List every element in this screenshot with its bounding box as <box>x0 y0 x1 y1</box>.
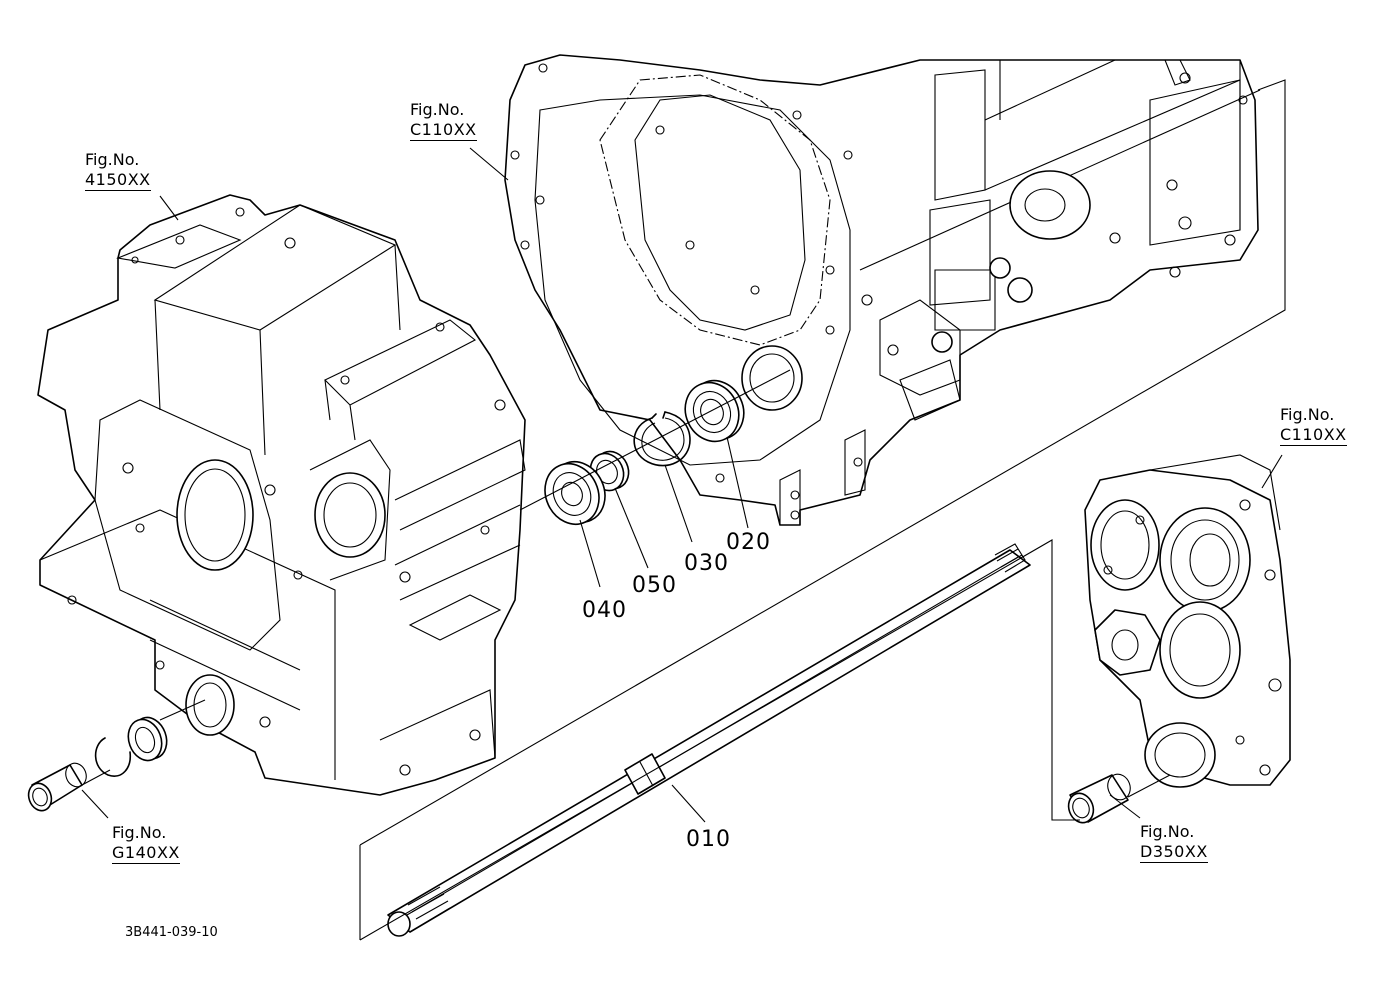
bearing-020 <box>684 379 745 443</box>
fig-prefix: Fig.No. <box>1140 822 1195 841</box>
snap-ring-030 <box>633 411 691 467</box>
fig-prefix: Fig.No. <box>85 150 140 169</box>
drawing-code: 3B441-039-10 <box>125 925 218 940</box>
right-needle-bearing <box>1067 773 1131 824</box>
left-small-snap-ring <box>94 737 132 777</box>
fig-code: D350XX <box>1140 842 1208 863</box>
fig-code: C110XX <box>410 120 477 141</box>
assembly-axis-frame <box>81 79 1286 941</box>
part-number-020: 020 <box>726 530 771 555</box>
leader-lines <box>81 147 1283 823</box>
fig-prefix: Fig.No. <box>410 100 465 119</box>
part-number-010: 010 <box>686 827 731 852</box>
right-side-cover <box>1084 454 1291 788</box>
bearing-040 <box>544 461 606 525</box>
left-transmission-housing <box>37 194 526 796</box>
figure-reference-4150: Fig.No. 4150XX <box>85 150 151 191</box>
figure-reference-c110-right: Fig.No. C110XX <box>1280 405 1347 446</box>
fig-code: G140XX <box>112 843 180 864</box>
left-small-seal <box>127 716 168 762</box>
fig-code: 4150XX <box>85 170 151 191</box>
fig-prefix: Fig.No. <box>1280 405 1335 424</box>
left-needle-bearing <box>27 762 87 812</box>
figure-reference-g140: Fig.No. G140XX <box>112 823 180 864</box>
part-number-040: 040 <box>582 598 627 623</box>
part-number-050: 050 <box>632 573 677 598</box>
fig-code: C110XX <box>1280 425 1347 446</box>
part-number-030: 030 <box>684 551 729 576</box>
figure-reference-c110-top: Fig.No. C110XX <box>410 100 477 141</box>
figure-reference-d350: Fig.No. D350XX <box>1140 822 1208 863</box>
fig-prefix: Fig.No. <box>112 823 167 842</box>
